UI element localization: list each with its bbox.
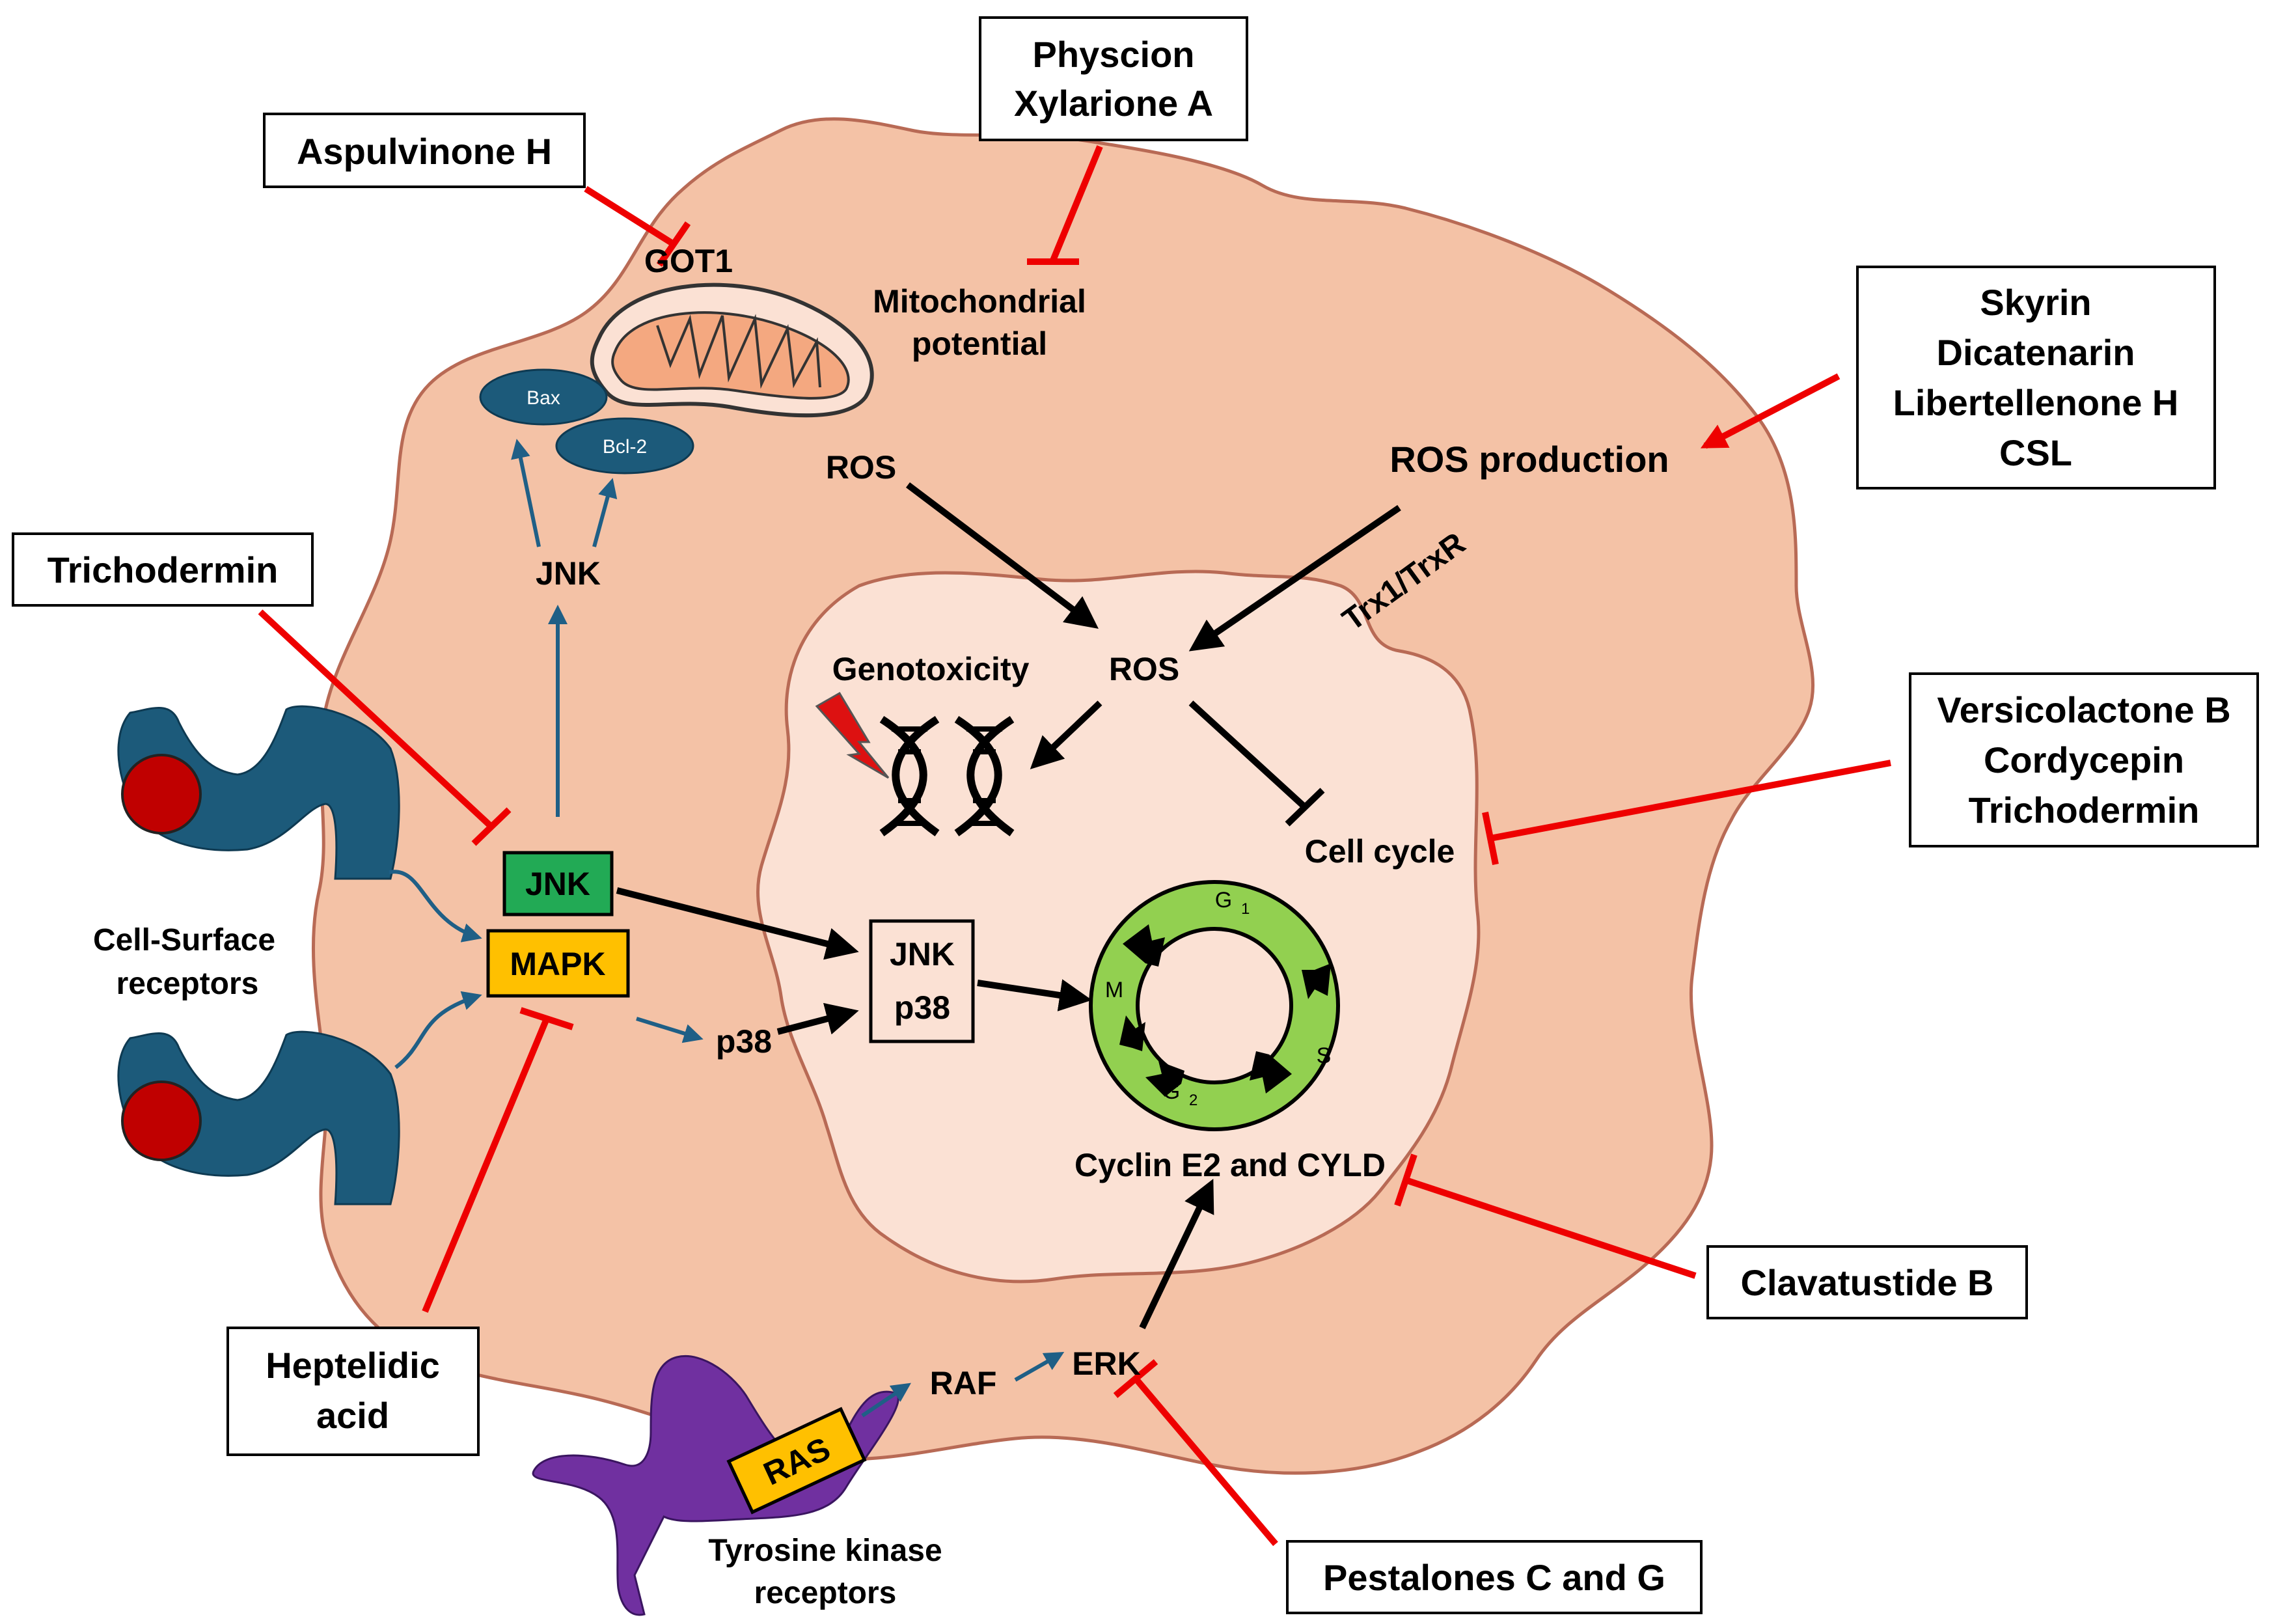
mapk-box <box>486 929 630 998</box>
bcl2-label: Bcl-2 <box>603 436 647 458</box>
drug-name: Dicatenarin <box>1937 332 2135 373</box>
phase-g2-sub: 2 <box>1189 1092 1198 1109</box>
cell-surface-receptors-label: Cell-Surface <box>93 923 275 957</box>
ros-nucleus-label: ROS <box>1109 651 1179 687</box>
jnk-p38-label: JNK <box>890 936 955 972</box>
tyrosine-kinase-receptors-label: receptors <box>754 1576 897 1610</box>
drug-box-skyrin: Skyrin Dicatenarin Libertellenone H CSL <box>1856 266 2216 489</box>
inhibit-aspulvinone-got1 <box>584 186 676 247</box>
drug-name: Xylarione A <box>1014 83 1213 124</box>
inhibit-pestalones-erk <box>1133 1376 1278 1547</box>
signal-arrows <box>389 439 1065 1418</box>
drug-box-physcion: Physcion Xylarione A <box>979 16 1248 141</box>
lightning-damage-icon <box>815 691 890 779</box>
jnk-p38-box <box>869 919 975 1043</box>
bcl2-oval <box>555 417 694 475</box>
arrow-ros-to-nuclear-ros <box>905 482 1099 629</box>
inhibit-versicolactone-cell-cycle <box>1490 760 1891 842</box>
drug-box-aspulvinone: Aspulvinone H <box>263 113 586 188</box>
cyclin-label: Cyclin E2 and CYLD <box>1074 1147 1386 1183</box>
raf-label: RAF <box>930 1365 997 1401</box>
mito-potential-label: potential <box>912 325 1047 362</box>
inhibit-physcion-mito <box>1050 145 1103 262</box>
drug-box-clavatustide: Clavatustide B <box>1706 1245 2028 1319</box>
mito-potential-label: Mitochondrial <box>873 283 1086 320</box>
phase-s: S <box>1317 1043 1332 1068</box>
mitochondrion-icon <box>590 282 874 418</box>
receptor-icon <box>117 1030 400 1205</box>
phase-g1-sub: 1 <box>1241 900 1250 918</box>
genotoxicity-label: Genotoxicity <box>832 651 1030 687</box>
cell-cycle-label: Cell cycle <box>1305 833 1455 870</box>
phase-g2: G <box>1163 1079 1180 1104</box>
drug-box-trichodermin: Trichodermin <box>12 532 314 607</box>
activation-arrows <box>616 482 1401 1330</box>
arrow-erk-to-cyclin <box>1139 1178 1214 1330</box>
drug-name: Trichodermin <box>1969 790 2200 831</box>
phase-m: M <box>1105 978 1123 1002</box>
inhibit-clavatustide-cyclin <box>1404 1177 1697 1279</box>
mapk-box-label: MAPK <box>510 946 605 982</box>
drug-name: Cordycepin <box>1984 739 2184 780</box>
arrow-ros-to-dna <box>1030 700 1102 769</box>
got1-label: GOT1 <box>644 243 733 279</box>
drug-name: Heptelidic <box>266 1345 440 1386</box>
jnk-box-label: JNK <box>525 866 590 902</box>
drug-name: acid <box>316 1395 389 1436</box>
phase-g1: G <box>1215 888 1232 913</box>
erk-label: ERK <box>1072 1345 1141 1382</box>
jnk-box <box>502 851 614 916</box>
arrow-jnkp38-to-cycle <box>977 979 1092 1012</box>
inhibit-ros-cell-cycle <box>1188 700 1325 827</box>
arrow-skyrin-ros-production <box>1700 373 1841 449</box>
cell-surface-receptors-label: receptors <box>116 967 259 1001</box>
drug-name: Skyrin <box>1980 282 2091 323</box>
ros-cytoplasm-label: ROS <box>826 449 896 486</box>
dna-helix-icon <box>879 715 1015 836</box>
drug-name: CSL <box>1999 432 2072 473</box>
tyrosine-kinase-receptors-label: Tyrosine kinase <box>708 1534 942 1568</box>
p38-label: p38 <box>716 1023 772 1060</box>
drug-name: Versicolactone B <box>1937 689 2230 730</box>
drug-box-versicolactone: Versicolactone B Cordycepin Trichodermin <box>1909 672 2259 847</box>
inhibit-heptelidic-mapk <box>422 1017 550 1313</box>
jnk-upper-label: JNK <box>536 555 601 592</box>
drug-name: Libertellenone H <box>1893 382 2179 423</box>
cell-cycle-ring-icon <box>1089 880 1340 1131</box>
ros-production-label: ROS production <box>1389 439 1669 480</box>
drug-name: Clavatustide B <box>1741 1262 1994 1303</box>
arrow-jnk-to-nucleus <box>616 887 859 960</box>
receptor-icon <box>117 705 400 880</box>
inhibitor-lines <box>258 145 1891 1547</box>
drug-box-pestalones: Pestalones C and G <box>1286 1540 1703 1614</box>
drug-name: Trichodermin <box>48 549 279 590</box>
drug-name: Physcion <box>1033 34 1195 75</box>
inhibit-trichodermin-jnk <box>258 609 494 829</box>
arrow-p38-to-nucleus <box>776 1002 859 1035</box>
drug-name: Aspulvinone H <box>297 131 552 172</box>
drug-box-heptelidic: Heptelidic acid <box>226 1327 480 1456</box>
jnk-p38-label: p38 <box>894 989 950 1026</box>
arrow-ros-production-to-ros <box>1188 504 1401 652</box>
bax-oval <box>479 368 608 426</box>
bax-label: Bax <box>527 387 560 409</box>
drug-name: Pestalones C and G <box>1323 1557 1665 1598</box>
